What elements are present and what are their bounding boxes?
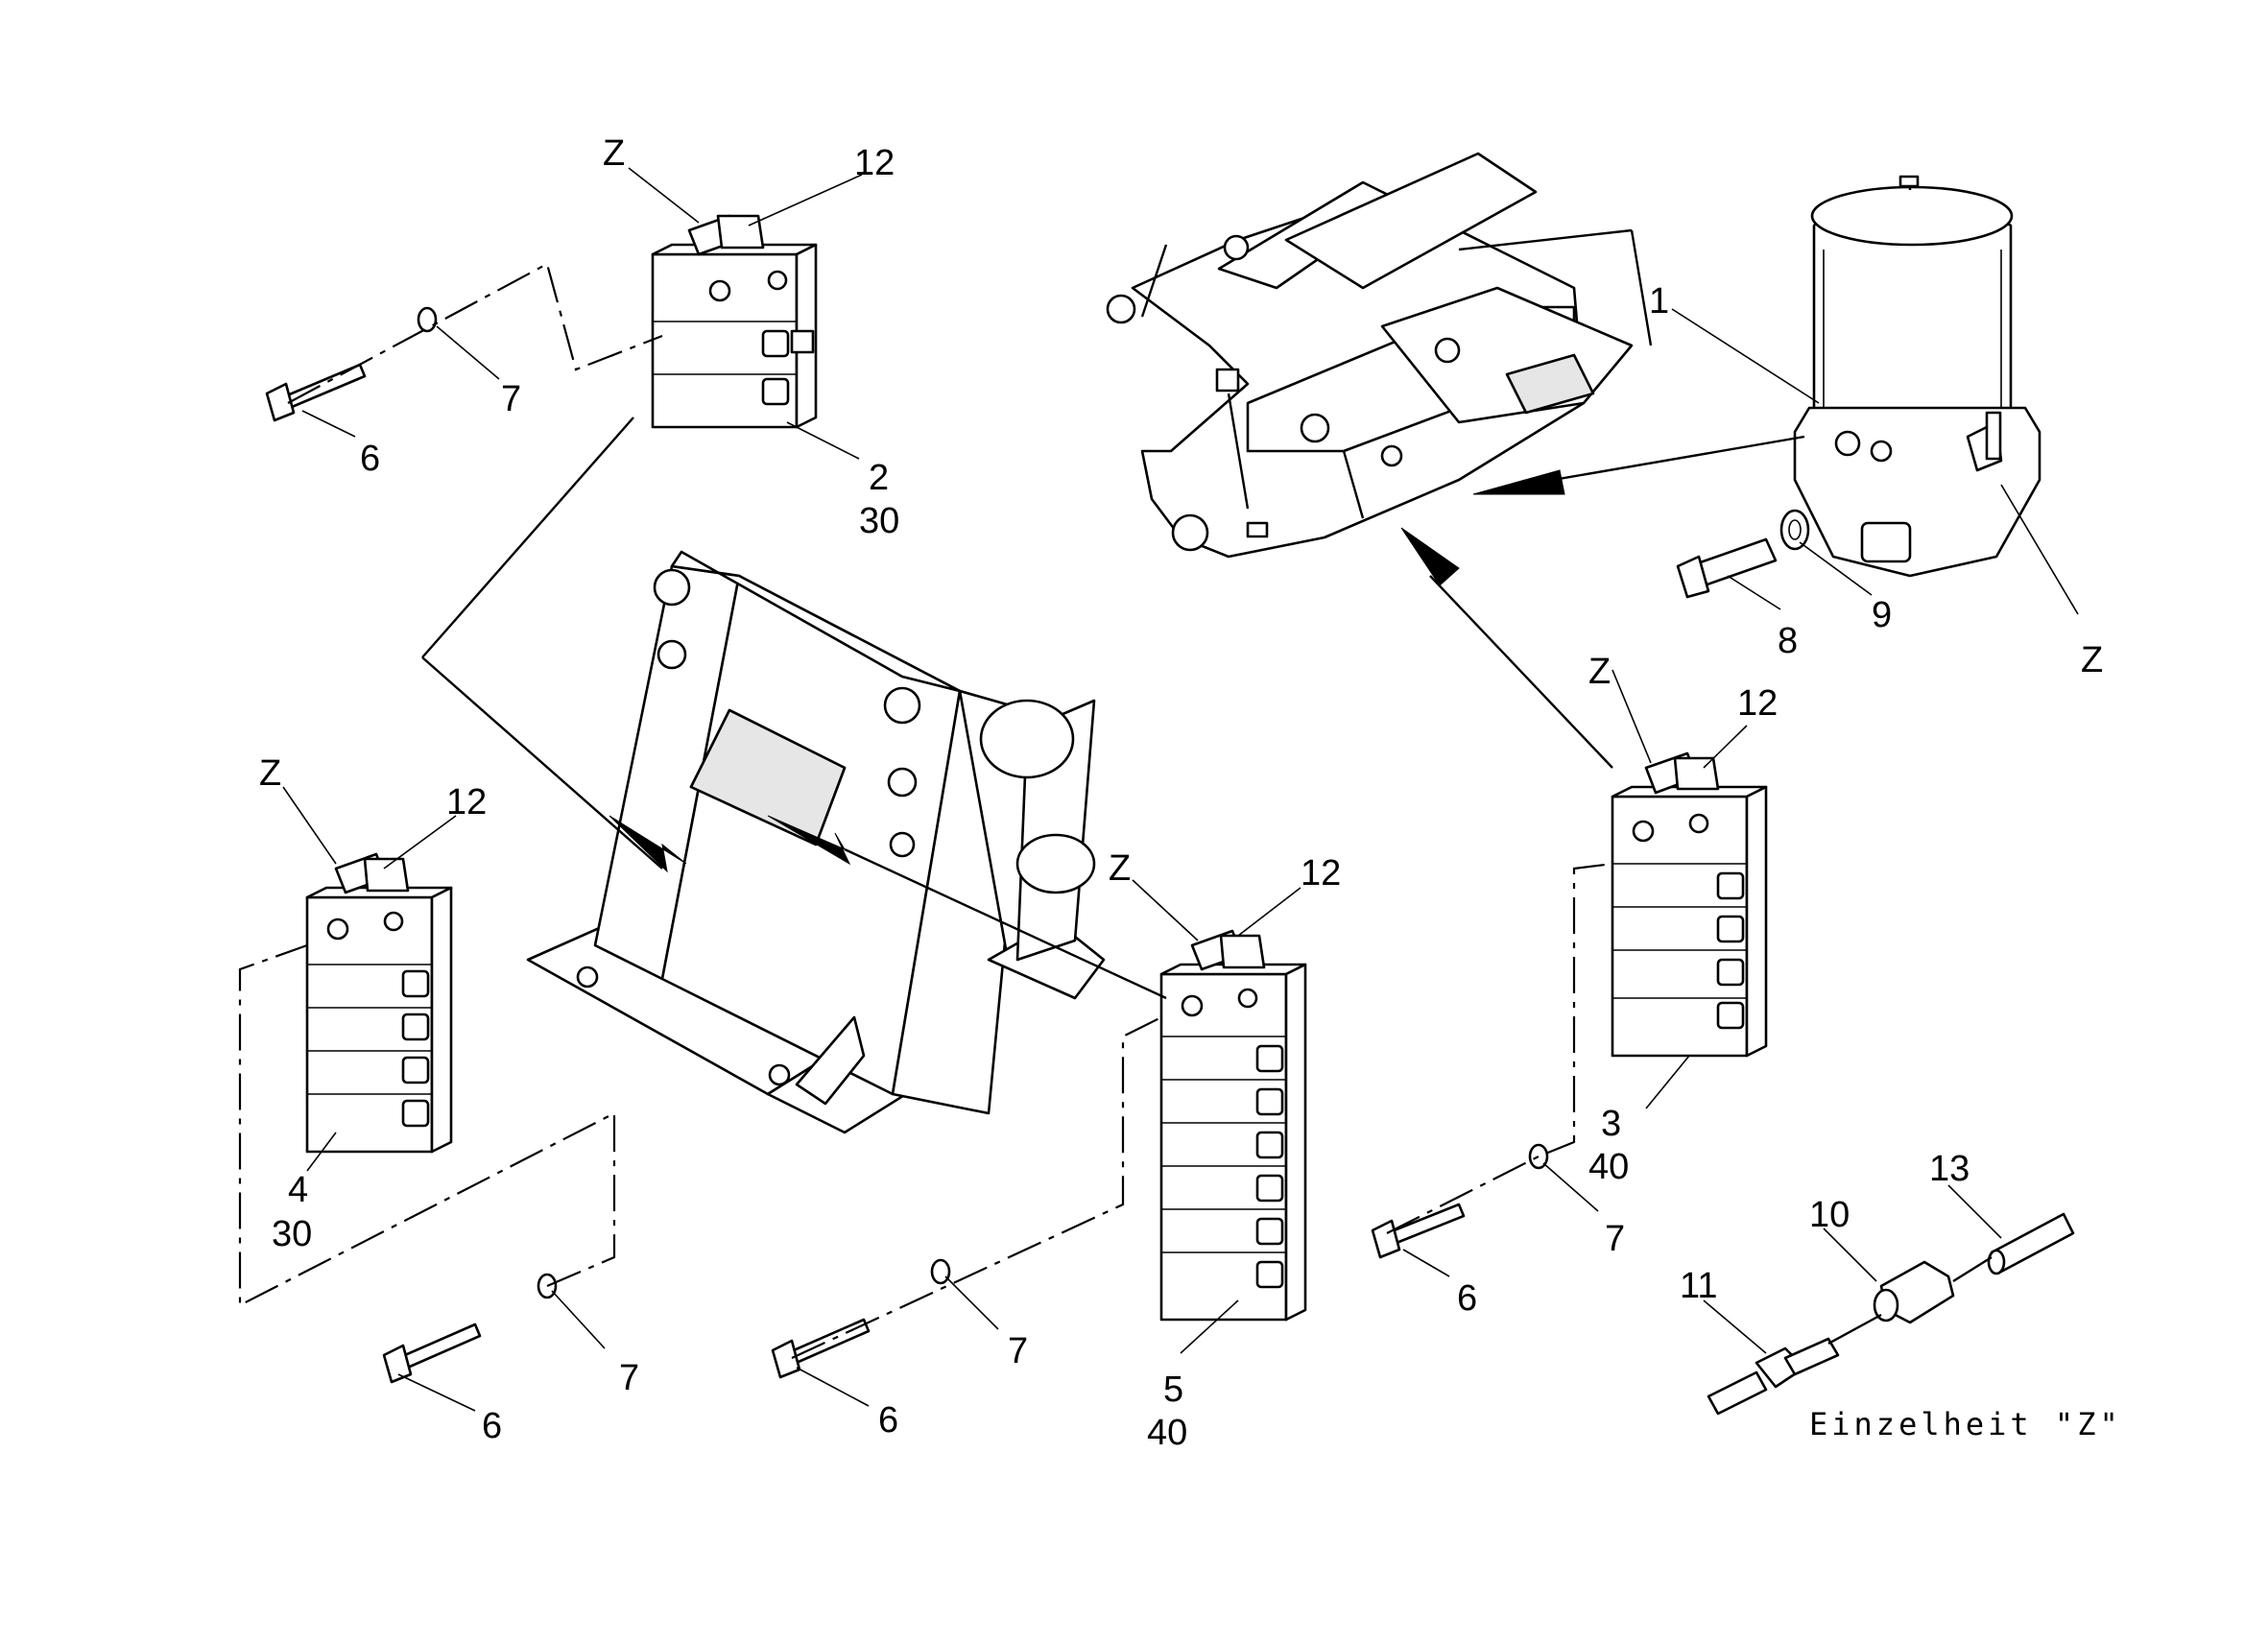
callout-12: 12 [446,782,487,822]
distributor-block-2 [651,214,818,429]
chassis-frame [1106,152,1653,559]
callout-13: 13 [1929,1149,1970,1189]
callout-12: 12 [1301,853,1341,893]
callout-7: 7 [1605,1219,1625,1259]
callout-7: 7 [501,379,521,419]
callout-6: 6 [360,439,380,479]
callout-labels: Z 12 7 6 2 30 1 8 9 Z Z 12 3 40 7 6 Z 12… [259,133,2122,1453]
detail-caption: Einzelheit "Z" [1809,1406,2122,1442]
callout-4: 4 [288,1170,308,1210]
mounting-bolts [265,306,1549,1384]
callout-8: 8 [1778,621,1798,661]
distributor-block-5 [1159,929,1307,1322]
callout-z: Z [2081,640,2103,680]
distributor-block-4 [305,852,453,1154]
installation-arrows [421,417,1805,1000]
callout-40: 40 [1147,1413,1187,1453]
distributor-block-3 [1611,751,1768,1058]
callout-12: 12 [1737,683,1778,724]
callout-z: Z [1109,848,1131,889]
callout-1: 1 [1649,281,1669,322]
callout-11: 11 [1680,1266,1717,1306]
callout-5: 5 [1163,1370,1183,1410]
assembly-lines [238,262,1613,1359]
callout-z: Z [1588,652,1611,692]
detail-z-fitting [1707,1212,2075,1416]
callout-7: 7 [1008,1331,1028,1371]
lubrication-pump [1793,175,2041,578]
pump-bolt [1676,509,1810,599]
callout-7: 7 [619,1358,639,1398]
callout-3: 3 [1601,1104,1621,1144]
leader-lines [282,167,2079,1412]
callout-z: Z [603,133,625,174]
callout-6: 6 [878,1400,898,1441]
callout-6: 6 [1457,1278,1477,1319]
callout-9: 9 [1872,595,1892,635]
callout-2: 2 [869,458,889,498]
callout-30: 30 [272,1214,312,1254]
callout-12: 12 [854,143,895,183]
callout-30: 30 [859,501,899,541]
callout-10: 10 [1809,1195,1850,1235]
callout-6: 6 [482,1406,502,1446]
callout-40: 40 [1588,1147,1629,1187]
callout-z: Z [259,753,281,794]
